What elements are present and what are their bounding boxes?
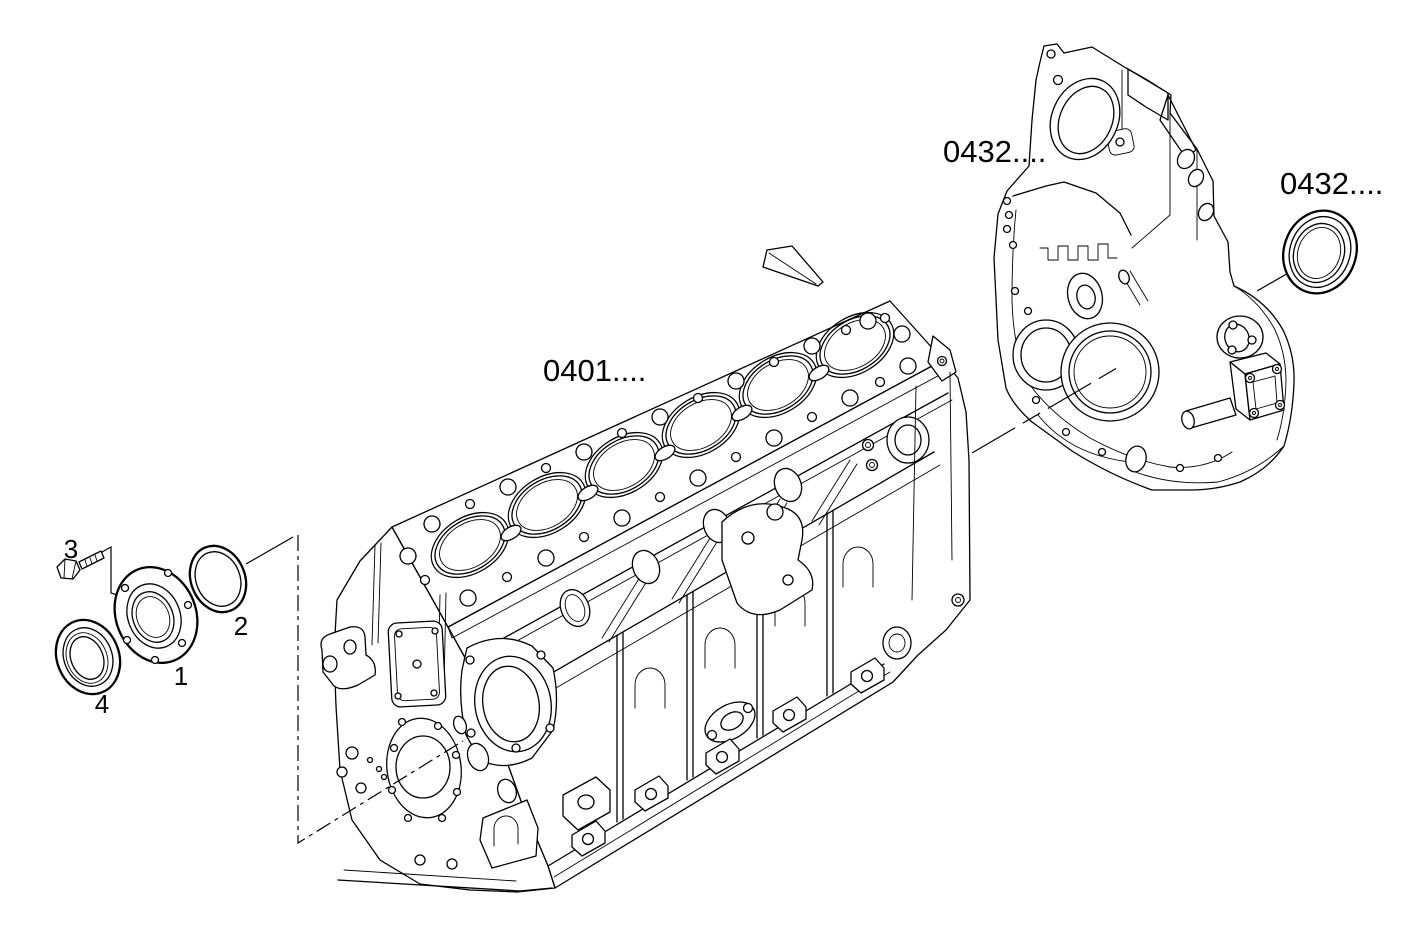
flange-item-drawing [113,566,199,665]
callout-3-bolt: 3 [64,534,78,564]
part-code-engine-block: 0401.... [543,353,646,388]
part-code-flywheel-housing: 0432.... [943,134,1046,169]
side-face-details [463,371,965,878]
callout-4-seal: 4 [95,689,109,719]
rear-seal-ring-drawing [1282,209,1358,295]
callout-2-gasket: 2 [234,611,248,641]
part-code-rear-seal: 0432.... [1280,166,1383,201]
leader-line-gasket [245,536,294,565]
assembly-axis-line [297,535,464,845]
seal-item-drawing [54,618,122,696]
gasket-item-drawing [188,544,248,614]
flywheel-housing-drawing [993,43,1295,491]
callout-1-flange: 1 [174,661,188,691]
deck-bolt-holes [399,312,917,607]
engine-block-drawing [320,245,971,893]
leader-line-block-housing [971,367,1118,454]
front-face-details [320,542,558,892]
bolt-item-drawing [56,550,105,580]
